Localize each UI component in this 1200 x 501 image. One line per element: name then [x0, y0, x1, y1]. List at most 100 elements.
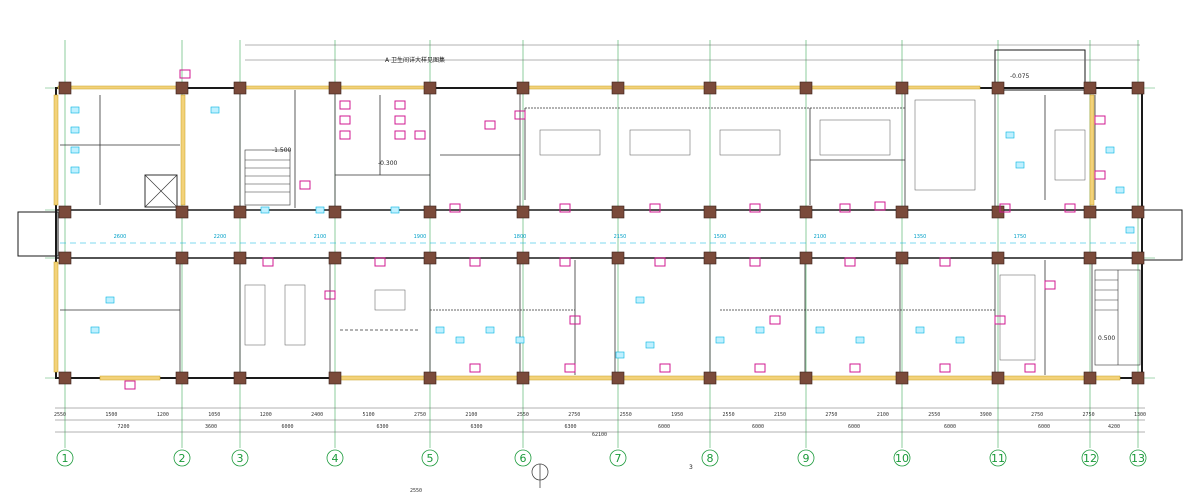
corridor-dimension: 1900	[414, 234, 427, 240]
fixture-symbol	[394, 100, 406, 110]
detail-dimension: 2750	[825, 412, 837, 418]
equipment-markers	[60, 106, 1140, 359]
column	[233, 205, 247, 219]
corridor-dimension: 2100	[814, 234, 827, 240]
fixture-symbol	[1044, 280, 1056, 290]
lab-furniture	[244, 99, 1086, 361]
elevation-stair-right: 0.500	[1098, 335, 1115, 342]
fixture-symbol	[469, 363, 481, 373]
fixture-symbol	[339, 130, 351, 140]
segment-dimension: 6300	[470, 424, 482, 430]
equipment-marker	[715, 336, 725, 344]
grid-label-6: 6	[520, 452, 527, 465]
column	[175, 251, 189, 265]
column	[1083, 81, 1097, 95]
grid-label-13: 13	[1131, 452, 1145, 465]
column	[1131, 81, 1145, 95]
grid-label-10: 10	[895, 452, 909, 465]
column	[895, 205, 909, 219]
column	[233, 371, 247, 385]
grid-label-1: 1	[62, 452, 69, 465]
segment-dimension: 6300	[376, 424, 388, 430]
entrance-vestibule	[17, 211, 59, 257]
total-dimension: 62100	[592, 432, 607, 438]
column	[423, 371, 437, 385]
detail-dimension: 2100	[465, 412, 477, 418]
fixture-symbol	[414, 130, 426, 140]
equipment-marker	[1125, 226, 1135, 234]
detail-dimension: 2150	[774, 412, 786, 418]
detail-dimension: 2400	[311, 412, 323, 418]
fixture-symbol	[754, 363, 766, 373]
fixture-symbol	[374, 257, 386, 267]
fixture-symbol	[769, 315, 781, 325]
equipment-marker	[70, 126, 80, 134]
segment-dimension: 6000	[1038, 424, 1050, 430]
grid-bubble-9	[797, 449, 815, 467]
detail-dimension: 1500	[105, 412, 117, 418]
grid-bubble-11	[989, 449, 1007, 467]
grid-bubble-7	[609, 449, 627, 467]
stairs	[144, 149, 1141, 366]
column	[703, 205, 717, 219]
interior-partitions	[60, 90, 1096, 375]
window-strip	[1089, 94, 1095, 206]
bottom-mark: 2550	[410, 488, 422, 494]
column	[703, 81, 717, 95]
equipment-marker	[855, 336, 865, 344]
grid-bubble-4	[326, 449, 344, 467]
grid-label-9: 9	[803, 452, 810, 465]
equipment-marker	[955, 336, 965, 344]
grid-bubble-2	[173, 449, 191, 467]
grid-label-2: 2	[179, 452, 186, 465]
fixture-symbol	[449, 203, 461, 213]
equipment-marker	[90, 326, 100, 334]
fixture-symbol	[659, 363, 671, 373]
corridor-dimension: 1500	[714, 234, 727, 240]
column	[991, 81, 1005, 95]
column	[233, 251, 247, 265]
fixture-symbol	[1064, 203, 1076, 213]
column	[175, 205, 189, 219]
north-annex	[994, 49, 1086, 91]
grid-bubble-13	[1129, 449, 1147, 467]
equipment-marker	[645, 341, 655, 349]
column	[58, 371, 72, 385]
title-note: A 卫生间详大样见图集	[385, 56, 445, 64]
column	[516, 251, 530, 265]
fixture-symbol	[844, 257, 856, 267]
detail-dimension: 2550	[620, 412, 632, 418]
equipment-marker	[70, 166, 80, 174]
column	[611, 371, 625, 385]
equipment-marker	[1005, 131, 1015, 139]
fixture-symbol	[1024, 363, 1036, 373]
detail-dimension: 3900	[980, 412, 992, 418]
window-strip	[53, 94, 59, 206]
equipment-marker	[1115, 186, 1125, 194]
fixture-symbol	[124, 380, 136, 390]
column	[58, 205, 72, 219]
detail-dimension: 1200	[260, 412, 272, 418]
column	[611, 251, 625, 265]
detail-dimension: 2100	[877, 412, 889, 418]
equipment-marker	[815, 326, 825, 334]
grid-bubble-12	[1081, 449, 1099, 467]
bottom-small-label: 3	[689, 464, 693, 471]
detail-dimension: 1050	[208, 412, 220, 418]
equipment-marker	[70, 146, 80, 154]
column	[516, 205, 530, 219]
fixture-symbol	[649, 203, 661, 213]
segment-dimension: 6000	[944, 424, 956, 430]
fixture-symbol	[839, 203, 851, 213]
detail-dimension: 2750	[1031, 412, 1043, 418]
corridor-dimension: 2200	[214, 234, 227, 240]
column	[799, 205, 813, 219]
equipment-marker	[70, 106, 80, 114]
column	[703, 371, 717, 385]
column	[611, 205, 625, 219]
segment-dimension: 7200	[117, 424, 129, 430]
